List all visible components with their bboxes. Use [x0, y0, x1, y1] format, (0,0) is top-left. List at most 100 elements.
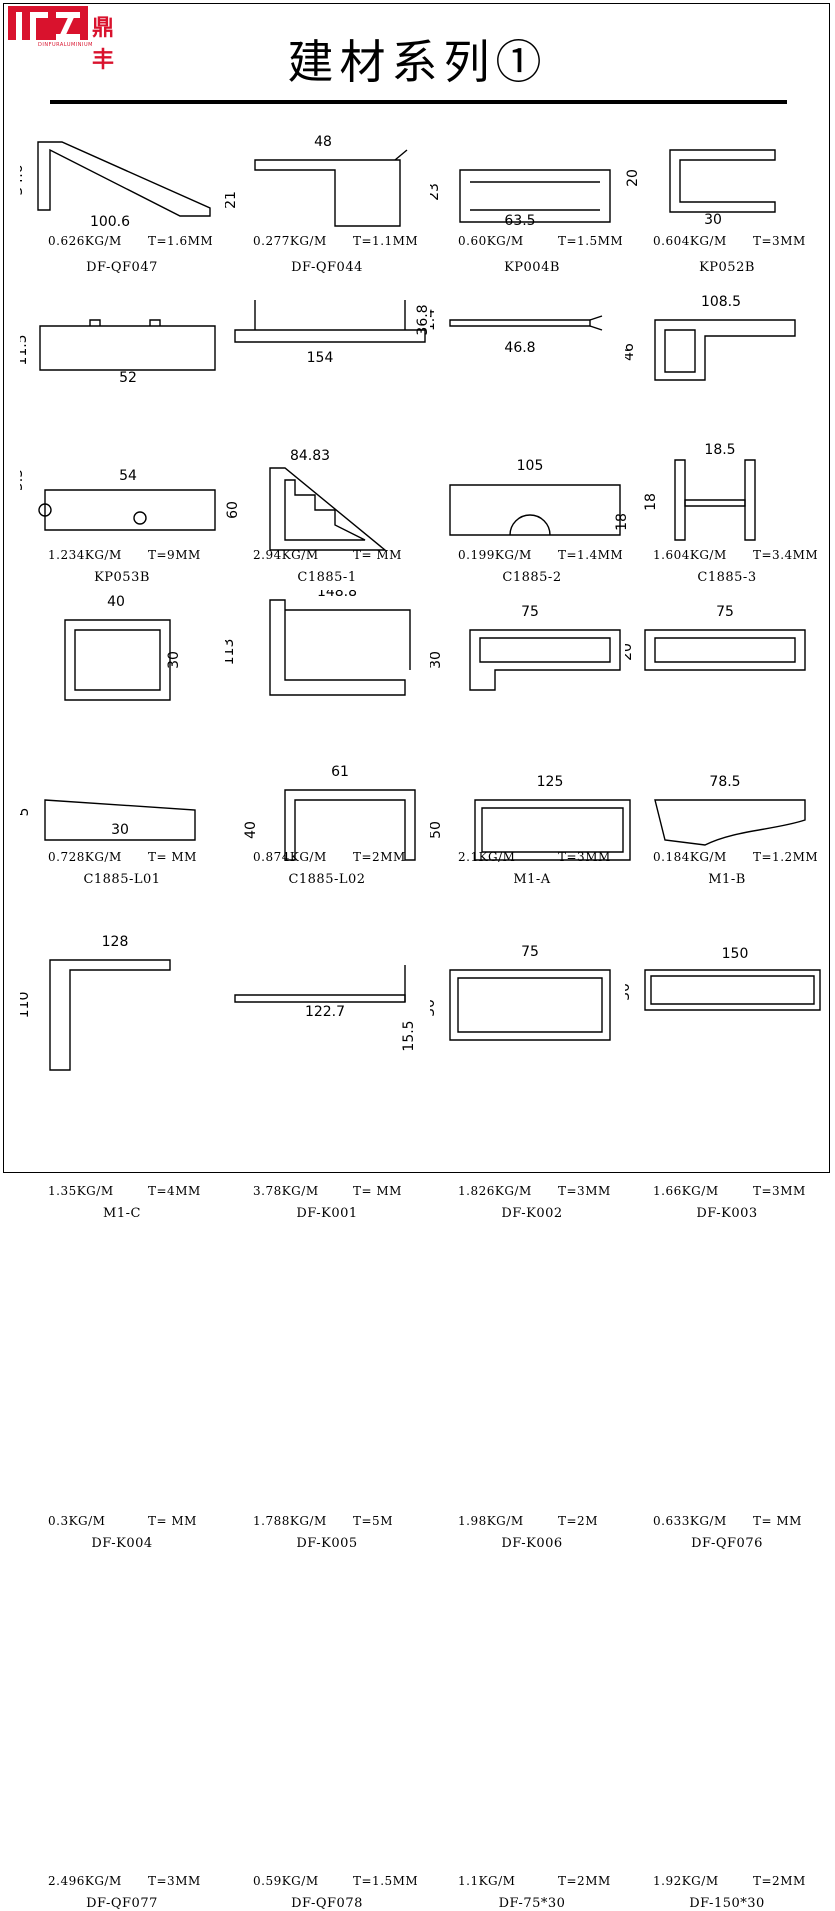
dimension-label: 1.4: [430, 309, 438, 331]
dimension-label: 23: [430, 183, 442, 201]
page-title: 建材系列①: [287, 35, 548, 89]
dimension-label: 30: [166, 651, 182, 669]
weight-label: 1.826KG/M: [458, 1184, 532, 1198]
weight-label: 0.199KG/M: [458, 548, 532, 562]
dimension-label: 150: [722, 946, 749, 962]
profile-code: C1885-L02: [288, 872, 366, 887]
thickness-label: T= MM: [148, 850, 197, 864]
dimension-label: 30: [704, 212, 722, 228]
weight-label: 1.66KG/M: [653, 1184, 719, 1198]
weight-label: 0.728KG/M: [48, 850, 122, 864]
logo-mark-icon: [8, 6, 88, 40]
profile-code: C1885-3: [697, 570, 757, 585]
profile-outline: [744, 459, 756, 541]
dimension-label: 110: [20, 992, 32, 1019]
profile-card: 530: [20, 760, 220, 880]
profile-code: KP053B: [94, 570, 150, 585]
thickness-label: T=1.2MM: [753, 850, 819, 864]
profile-outline: [89, 319, 161, 326]
profile-outline: [654, 799, 806, 846]
dimension-label: 75: [521, 604, 539, 620]
profile-card: 122.7 15.5: [225, 930, 425, 1075]
dimension-label: 108.5: [701, 294, 741, 310]
thickness-label: T= MM: [353, 1184, 402, 1198]
dimension-label: 20: [625, 169, 641, 187]
profile-outline: [674, 459, 686, 541]
dimension-label: 30: [625, 983, 633, 1001]
profile-code: DF-QF047: [86, 260, 158, 275]
weight-label: 0.59KG/M: [253, 1874, 319, 1888]
weight-label: 1.604KG/M: [653, 548, 727, 562]
thickness-label: T=5M: [353, 1514, 393, 1528]
dimension-label: 100.6: [90, 214, 130, 230]
profile-code: C1885-1: [297, 570, 357, 585]
profile-code: DF-QF078: [291, 1896, 363, 1911]
thickness-label: T=1.5MM: [558, 234, 624, 248]
dimension-label: 20: [625, 643, 635, 661]
profile-drawing: 122.7 15.5: [234, 965, 417, 1052]
weight-label: 1.35KG/M: [48, 1184, 114, 1198]
profile-code: DF-K006: [501, 1536, 563, 1551]
profile-code: KP004B: [504, 260, 560, 275]
thickness-label: T=3MM: [753, 234, 806, 248]
page-border: [3, 3, 830, 1173]
profile-outline: [37, 141, 211, 217]
dimension-label: 46: [625, 343, 637, 361]
profile-outline: [479, 637, 611, 663]
profile-drawing: 18.518: [643, 442, 756, 541]
profile-card: 78.5: [625, 760, 825, 880]
profile-outline: [684, 499, 746, 507]
profile-outline: [669, 149, 776, 213]
dimension-label: 40: [243, 821, 259, 839]
thickness-label: T=3MM: [148, 1874, 201, 1888]
dimension-label: 105: [517, 458, 544, 474]
weight-label: 1.92KG/M: [653, 1874, 719, 1888]
profile-outline: [254, 300, 406, 330]
profile-card: 150 30: [625, 930, 825, 1075]
profile-outline: [254, 159, 401, 227]
profile-code: DF-K004: [91, 1536, 153, 1551]
profile-drawing: 105 18: [449, 458, 630, 536]
profile-outline: [664, 329, 696, 373]
profile-drawing: 61 40: [243, 764, 416, 861]
profile-outline: [644, 969, 821, 1011]
dimension-label: 75: [716, 604, 734, 620]
dimension-label: 122.7: [305, 1004, 345, 1020]
dimension-label: 21: [225, 191, 239, 209]
dimension-label: 52: [119, 370, 137, 386]
profile-outline: [644, 629, 806, 671]
thickness-label: T= MM: [353, 548, 402, 562]
dimension-label: 15.5: [401, 1020, 417, 1051]
thickness-label: T=2MM: [753, 1874, 806, 1888]
dimension-label: 54: [119, 468, 137, 484]
profile-outline: [49, 959, 171, 1071]
profile-card: 108.5 46: [625, 290, 825, 410]
dimension-label: 61: [331, 764, 349, 780]
dimension-label: 18: [614, 513, 630, 531]
profile-outline: [64, 619, 171, 701]
profile-outline: [39, 325, 216, 371]
weight-label: 1.234KG/M: [48, 548, 122, 562]
weight-label: 1.788KG/M: [253, 1514, 327, 1528]
dimension-label: 36.8: [415, 304, 430, 335]
profile-outline: [234, 329, 426, 343]
profile-outline: [469, 629, 621, 691]
profile-code: C1885-L01: [83, 872, 161, 887]
profile-outline: [269, 599, 406, 696]
profile-outline: [650, 975, 815, 1005]
